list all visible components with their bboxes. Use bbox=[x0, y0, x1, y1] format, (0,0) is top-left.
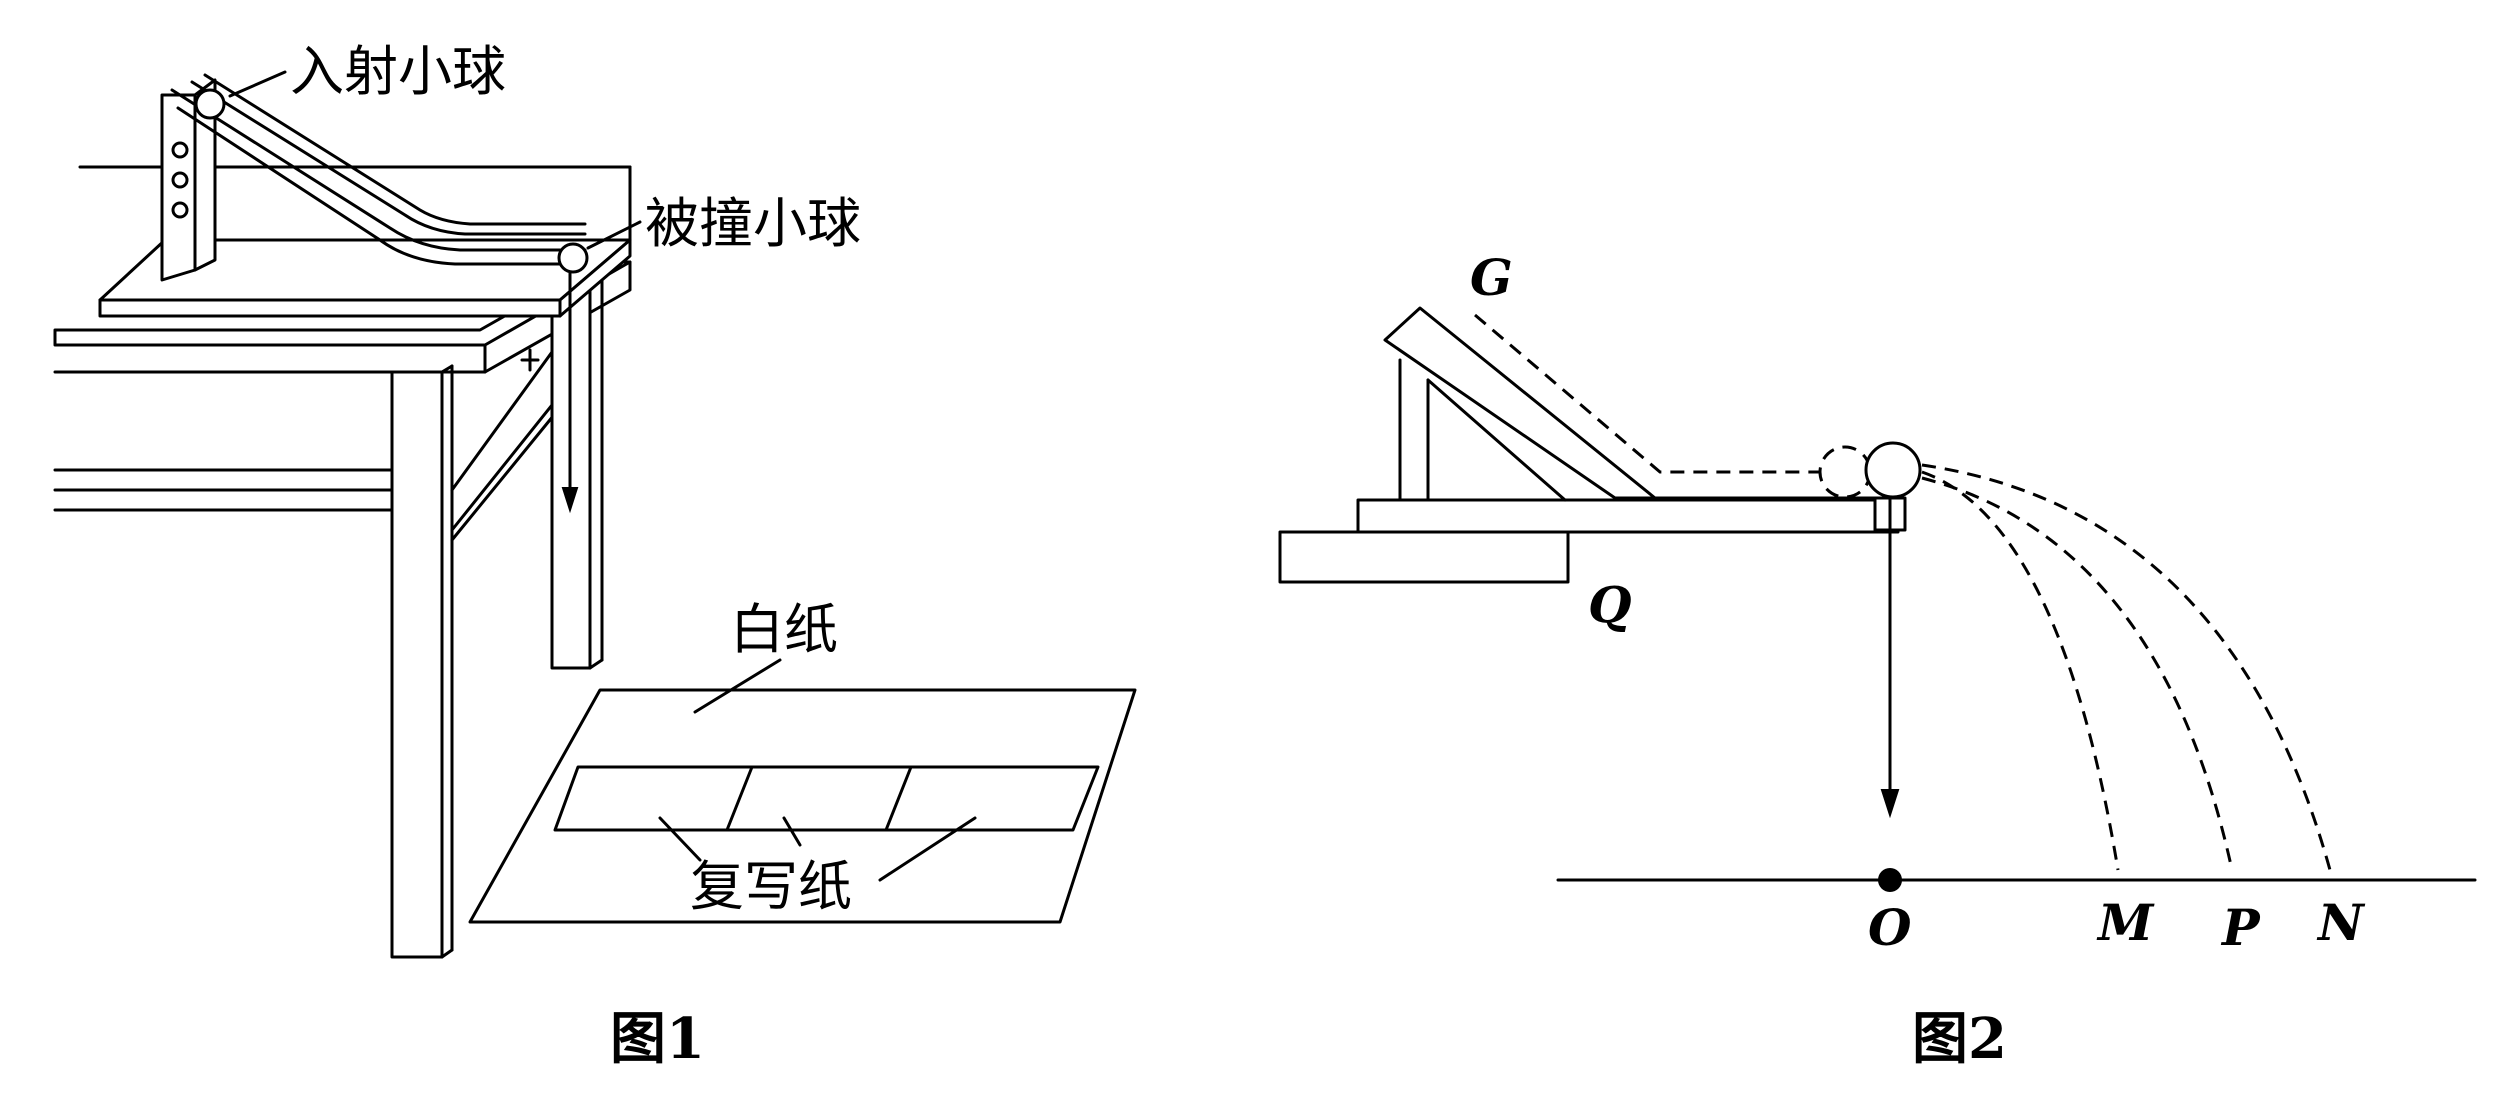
base-block bbox=[1278, 530, 1570, 584]
ghost-ball bbox=[1818, 445, 1872, 499]
point-O-dot bbox=[1878, 868, 1902, 892]
figure-1: 入射小球 被撞小球 白纸 复写纸 图1 bbox=[53, 40, 1137, 1072]
label-P: P bbox=[2220, 898, 2261, 957]
chute-board bbox=[78, 165, 632, 318]
caption-figure-1: 图1 bbox=[610, 1006, 705, 1072]
label-M: M bbox=[2096, 893, 2155, 952]
target-ball bbox=[557, 242, 589, 274]
plumb-line bbox=[520, 270, 579, 514]
incident-ball bbox=[194, 88, 226, 120]
trajectory-P bbox=[1921, 476, 2234, 871]
incident-path bbox=[1474, 313, 1820, 474]
label-Q: Q bbox=[1588, 575, 1632, 634]
label-O: O bbox=[1868, 898, 1912, 957]
label-G: G bbox=[1470, 248, 1513, 307]
inclined-chute bbox=[170, 73, 587, 266]
ramp bbox=[1383, 306, 1882, 502]
trajectory-M bbox=[1921, 470, 2120, 871]
figure-2: G Q O M P N 图2 bbox=[1278, 248, 2477, 1072]
label-N: N bbox=[2316, 893, 2366, 952]
label-target-ball: 被撞小球 bbox=[645, 192, 861, 255]
caption-figure-2: 图2 bbox=[1912, 1006, 2007, 1072]
label-carbon-paper: 复写纸 bbox=[690, 855, 852, 918]
label-white-paper: 白纸 bbox=[730, 598, 838, 661]
carbon-paper bbox=[553, 765, 1100, 832]
label-incident-ball: 入射小球 bbox=[290, 40, 506, 103]
trajectory-N bbox=[1921, 463, 2332, 871]
target-ball-2 bbox=[1864, 441, 1922, 499]
chute-base bbox=[1356, 498, 1900, 534]
